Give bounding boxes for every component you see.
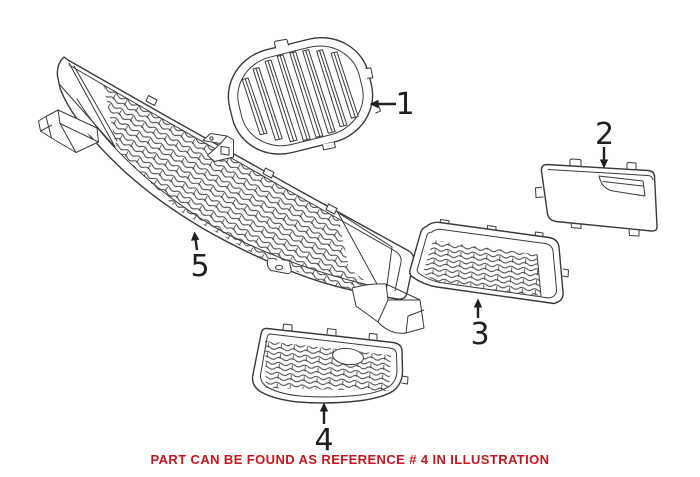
callout-3-number: 3 — [470, 317, 489, 352]
part-5-right-bracket — [351, 283, 425, 334]
callout-2-number: 2 — [595, 117, 614, 152]
callout-5: 5 — [190, 231, 210, 284]
callout-1-arrowhead — [369, 99, 379, 109]
part-5-left-bracket — [38, 109, 99, 153]
part-4-sensor-hole — [332, 347, 364, 366]
callout-1-number: 1 — [395, 87, 414, 122]
reference-caption: PART CAN BE FOUND AS REFERENCE # 4 IN IL… — [150, 452, 550, 467]
part-3-tabs — [439, 219, 569, 278]
part-3-inner-frame — [416, 228, 558, 299]
part-1-kidney-grille — [227, 36, 382, 155]
part-5-mesh — [103, 84, 396, 294]
callout-5-arrow-line — [194, 238, 199, 251]
part-4-grille-insert-center — [251, 323, 409, 404]
part-5-right-endcap-blank — [337, 211, 408, 295]
part-2-tabs — [535, 158, 640, 237]
callout-1: 1 — [369, 87, 415, 122]
part-3-mesh — [423, 240, 541, 296]
part-2-inner-top-edge — [547, 169, 654, 181]
callout-4-number: 4 — [314, 423, 333, 458]
part-5-top-tabs — [145, 95, 338, 215]
part-5-mount-clip — [202, 133, 234, 162]
callout-4: 4 — [314, 402, 334, 458]
part-5-right-endcap-lines — [336, 210, 393, 296]
callout-4-arrowhead — [319, 402, 329, 412]
part-5-bottom-tab — [266, 258, 292, 275]
part-5-outline — [56, 56, 415, 300]
callout-2-arrowhead — [599, 159, 609, 169]
callout-5-number: 5 — [190, 249, 209, 284]
part-1-outer-frame — [227, 36, 374, 155]
part-5-lower-center-grille — [38, 56, 425, 334]
part-5-inner-edges — [68, 64, 402, 292]
callout-5-arrowhead — [191, 231, 200, 241]
part-2-cover-panel — [535, 158, 658, 237]
part-2-recess — [598, 175, 646, 197]
part-5-left-endcap-lines — [59, 62, 118, 148]
callout-2: 2 — [595, 117, 614, 169]
part-4-tabs — [282, 323, 409, 385]
callout-3: 3 — [470, 298, 490, 352]
part-4-inner-frame — [259, 333, 398, 398]
part-3-grille-insert-right — [409, 219, 569, 305]
part-5-clip-hole — [209, 136, 214, 141]
part-1-inner-frame — [237, 45, 364, 147]
part-1-tabs — [273, 38, 382, 151]
callout-3-arrowhead — [473, 298, 483, 308]
part-1-slats — [241, 49, 359, 143]
part-5-bottom-tab-hole — [275, 264, 283, 271]
part-2-outline — [540, 163, 658, 232]
